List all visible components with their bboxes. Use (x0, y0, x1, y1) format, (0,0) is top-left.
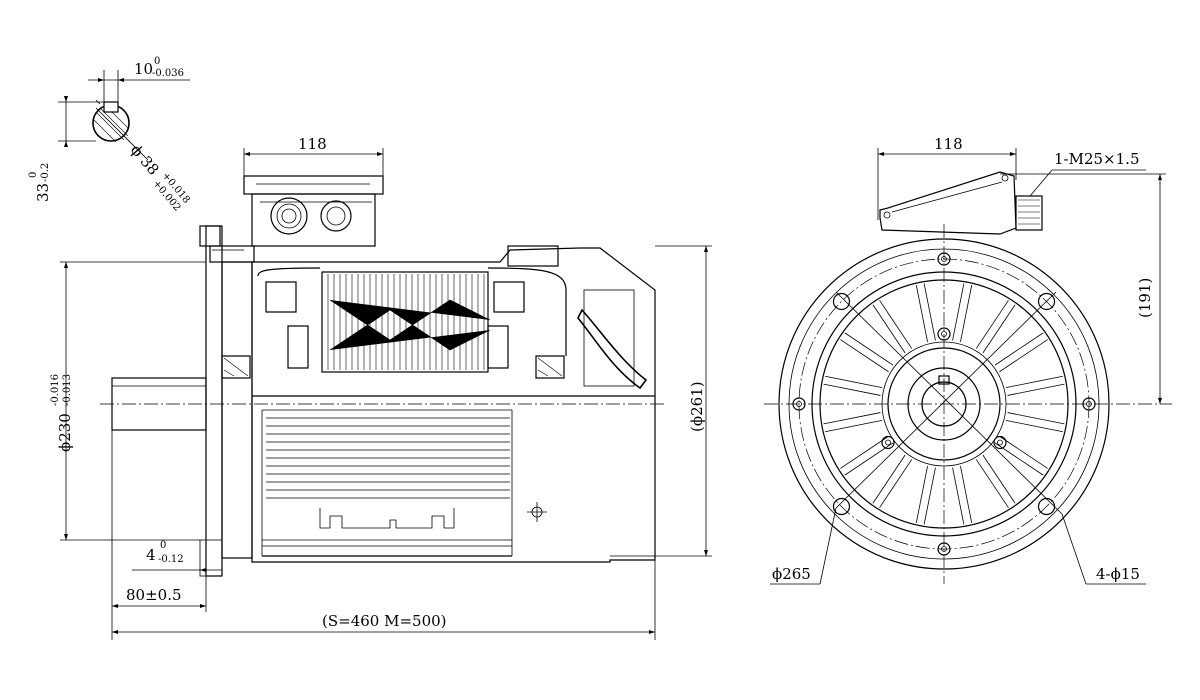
spigot-upper-tol: -0.016 (50, 374, 61, 406)
housing-rib (952, 283, 965, 341)
shaft-depth-lower-tol: -0.2 (40, 163, 51, 182)
mounting-flange (199, 225, 253, 577)
bearing-cap-bolt-inner (997, 439, 1003, 446)
gland-right (320, 200, 352, 232)
key-width-label: 10 (134, 60, 153, 78)
spigot-dia-label: ϕ230 (56, 413, 74, 452)
overall-dia-label: (ϕ261) (688, 381, 706, 432)
winding-right (493, 281, 525, 313)
housing-rib (825, 420, 883, 433)
bolt-hole-inner (1086, 401, 1092, 407)
mounting-hole (832, 497, 851, 516)
bearing-cap-bolt (993, 435, 1007, 450)
bolt-hole-inner (941, 546, 947, 552)
shaft-depth-upper-tol: 0 (28, 172, 39, 178)
housing-rib (1005, 375, 1063, 388)
terminal-box-end (877, 148, 1166, 404)
housing-rib (872, 454, 906, 504)
spigot-lower-tol: -0.013 (62, 374, 73, 406)
end-box-width-label: 118 (934, 135, 963, 153)
housing-rib (915, 465, 928, 523)
overall-length-label: (S=460 M=500) (322, 612, 447, 630)
bearing-non-drive-end (535, 355, 565, 379)
housing-rib (872, 304, 906, 354)
side-dimensions (60, 245, 712, 640)
cooling-fins (266, 417, 510, 499)
housing-rib (982, 454, 1016, 504)
bearing-cap-bolt (881, 435, 895, 450)
shaft-section-hatch (93, 105, 130, 143)
housing-rib (1007, 412, 1065, 425)
cable-gland-label: 1-M25×1.5 (1054, 150, 1139, 168)
terminal-box-side (243, 148, 384, 247)
housing-rib (994, 332, 1044, 366)
mounting-holes (792, 252, 1096, 556)
housing-rib (952, 467, 965, 525)
housing-rib (840, 435, 889, 469)
housing-rib (844, 332, 894, 366)
fan-blade (577, 308, 648, 390)
side-view: 118 (50, 135, 712, 640)
housing-rib (823, 412, 881, 425)
box-height-label: (191) (1136, 278, 1154, 318)
housing-rib (840, 339, 889, 373)
housing-rib (825, 375, 883, 388)
flange-thickness-upper-tol: 0 (160, 540, 166, 551)
side-box-width-label: 118 (298, 135, 327, 153)
mounting-hole (1037, 292, 1056, 311)
housing-rib (999, 435, 1048, 469)
shaft-length-label: 80±0.5 (126, 586, 182, 604)
housing-rib (823, 383, 881, 396)
flange-thickness-lower-tol: -0.12 (158, 554, 184, 565)
bearing-cap-bolt-inner (885, 439, 891, 446)
stator-lamination (327, 274, 485, 370)
bearing-drive-end (221, 355, 251, 379)
holes-label: 4-ϕ15 (1096, 565, 1140, 583)
housing-rib (1005, 420, 1063, 433)
end-view: 118 1-M25×1.5 (191) (764, 135, 1172, 585)
housing-rib (879, 300, 913, 349)
housing-rib (999, 339, 1048, 373)
housing-rib (982, 304, 1016, 354)
housing-rib (960, 465, 973, 523)
housing-rib (1007, 383, 1065, 396)
housing-rib (960, 285, 973, 343)
housing-rib (915, 285, 928, 343)
housing-ribs (823, 283, 1065, 525)
shaft-depth-label: 33 (34, 183, 52, 202)
housing-rib (975, 300, 1009, 349)
motor-housing (251, 247, 656, 563)
shaft-section-detail (58, 70, 190, 161)
housing-rib (923, 283, 936, 341)
mounting-hole (832, 292, 851, 311)
winding-left (265, 281, 297, 313)
housing-rib (975, 459, 1009, 508)
cable-gland (1015, 195, 1043, 231)
pcd-label: ϕ265 (772, 565, 811, 583)
housing-rib (923, 467, 936, 525)
flange-thickness-label: 4 (146, 546, 156, 564)
shaft-dia-label: ϕ 38 (127, 141, 163, 179)
gland-left (270, 197, 308, 235)
key-width-lower-tol: -0.036 (152, 68, 184, 79)
motor-internals (209, 245, 648, 390)
housing-rib (879, 459, 913, 508)
flange-outer (778, 238, 1110, 570)
keyway-slot (103, 101, 119, 113)
key-width-upper-tol: 0 (154, 56, 160, 67)
